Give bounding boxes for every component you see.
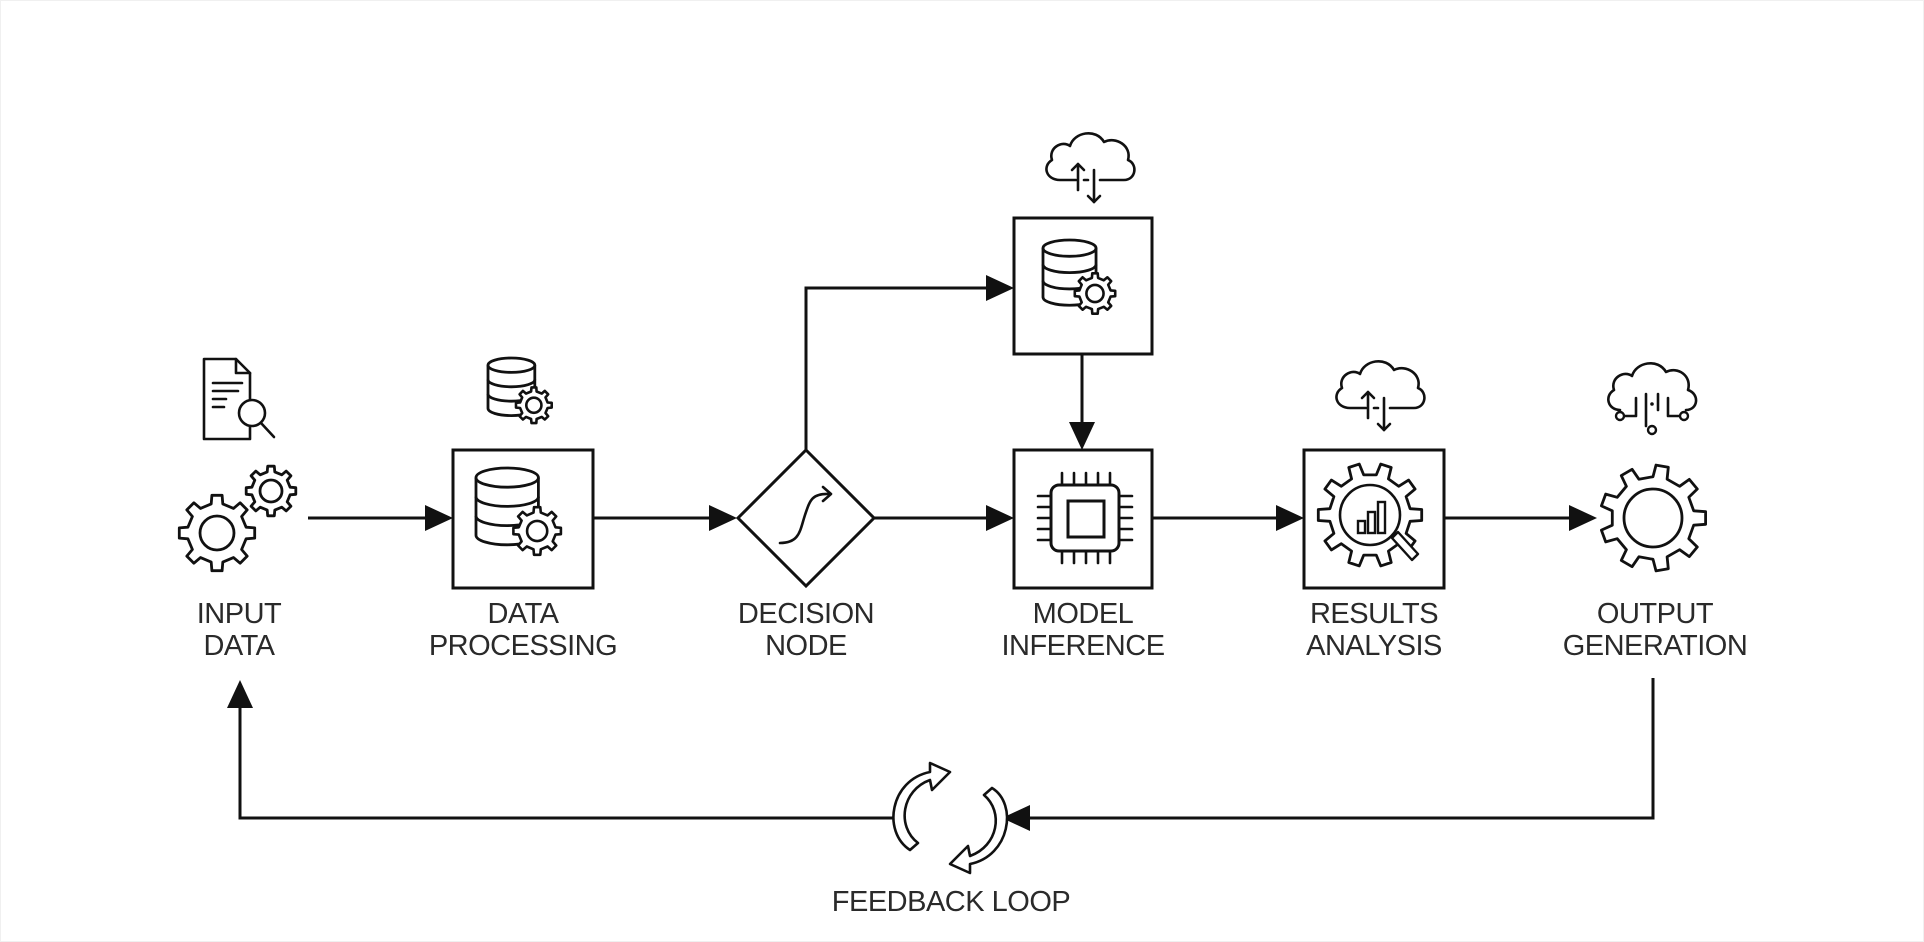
decision-diamond bbox=[735, 447, 877, 589]
node-data-store[interactable] bbox=[1012, 132, 1154, 356]
gear-icon bbox=[1600, 463, 1707, 573]
node-decision[interactable] bbox=[735, 447, 877, 589]
label-line: ANALYSIS bbox=[1306, 630, 1442, 662]
edge-feedback-loop bbox=[227, 678, 1655, 831]
gear-hub bbox=[1622, 487, 1684, 549]
gear-analytics-search-icon bbox=[1316, 462, 1424, 568]
edge-datastore-to-inference bbox=[1069, 354, 1095, 450]
cycle-arrows-icon[interactable] bbox=[892, 761, 1009, 875]
label-decision-node: DECISION NODE bbox=[737, 598, 875, 662]
gear-hub bbox=[198, 514, 236, 552]
database-gear-icon bbox=[486, 356, 553, 425]
cloud-sync-icon bbox=[1045, 132, 1136, 204]
curved-arrow-icon bbox=[778, 485, 833, 545]
label-line: RESULTS bbox=[1309, 598, 1439, 630]
label-line: DATA bbox=[487, 598, 559, 630]
label-feedback-loop: FEEDBACK LOOP bbox=[831, 886, 1071, 918]
node-results-analysis[interactable] bbox=[1302, 360, 1446, 590]
edge-decision-to-datastore bbox=[804, 275, 1014, 450]
edge-decision-to-inference bbox=[874, 505, 1014, 531]
edge-results-to-output bbox=[1443, 505, 1597, 531]
gear-hub bbox=[258, 478, 284, 504]
connectors bbox=[227, 275, 1655, 831]
small-gear bbox=[1073, 272, 1117, 315]
label-line: MODEL bbox=[1032, 598, 1134, 630]
label-line: INFERENCE bbox=[1001, 630, 1165, 662]
label-line: INPUT bbox=[196, 598, 282, 630]
label-line: GENERATION bbox=[1562, 630, 1748, 662]
cloud-network-icon bbox=[1607, 362, 1698, 436]
node-output-generation[interactable] bbox=[1600, 362, 1707, 573]
label-model-inference: MODEL INFERENCE bbox=[1001, 598, 1165, 662]
label-output-generation: OUTPUT GENERATION bbox=[1563, 598, 1748, 662]
cloud-sync-icon bbox=[1335, 360, 1426, 432]
edge-inference-to-results bbox=[1152, 505, 1304, 531]
edge-processing-to-decision bbox=[593, 505, 737, 531]
node-input-data[interactable] bbox=[177, 357, 298, 573]
label-line: NODE bbox=[765, 630, 847, 662]
label-line: DATA bbox=[203, 630, 275, 662]
label-line: DECISION bbox=[737, 598, 875, 630]
small-gear bbox=[514, 386, 553, 425]
document-search-icon bbox=[202, 357, 276, 441]
label-line: FEEDBACK LOOP bbox=[831, 886, 1071, 918]
label-input-data: INPUT DATA bbox=[197, 598, 282, 662]
edge-input-to-processing bbox=[308, 505, 453, 531]
small-gear bbox=[512, 505, 563, 557]
label-results-analysis: RESULTS ANALYSIS bbox=[1306, 598, 1442, 662]
gears-icon bbox=[177, 464, 298, 573]
cpu-chip-icon bbox=[1036, 471, 1134, 565]
node-model-inference[interactable] bbox=[1012, 448, 1154, 590]
label-data-processing: DATA PROCESSING bbox=[428, 598, 618, 662]
database-gear-icon bbox=[1041, 238, 1117, 315]
label-line: PROCESSING bbox=[428, 630, 618, 662]
database-gear-icon bbox=[474, 466, 563, 557]
label-line: OUTPUT bbox=[1596, 598, 1714, 630]
node-data-processing[interactable] bbox=[451, 356, 595, 590]
